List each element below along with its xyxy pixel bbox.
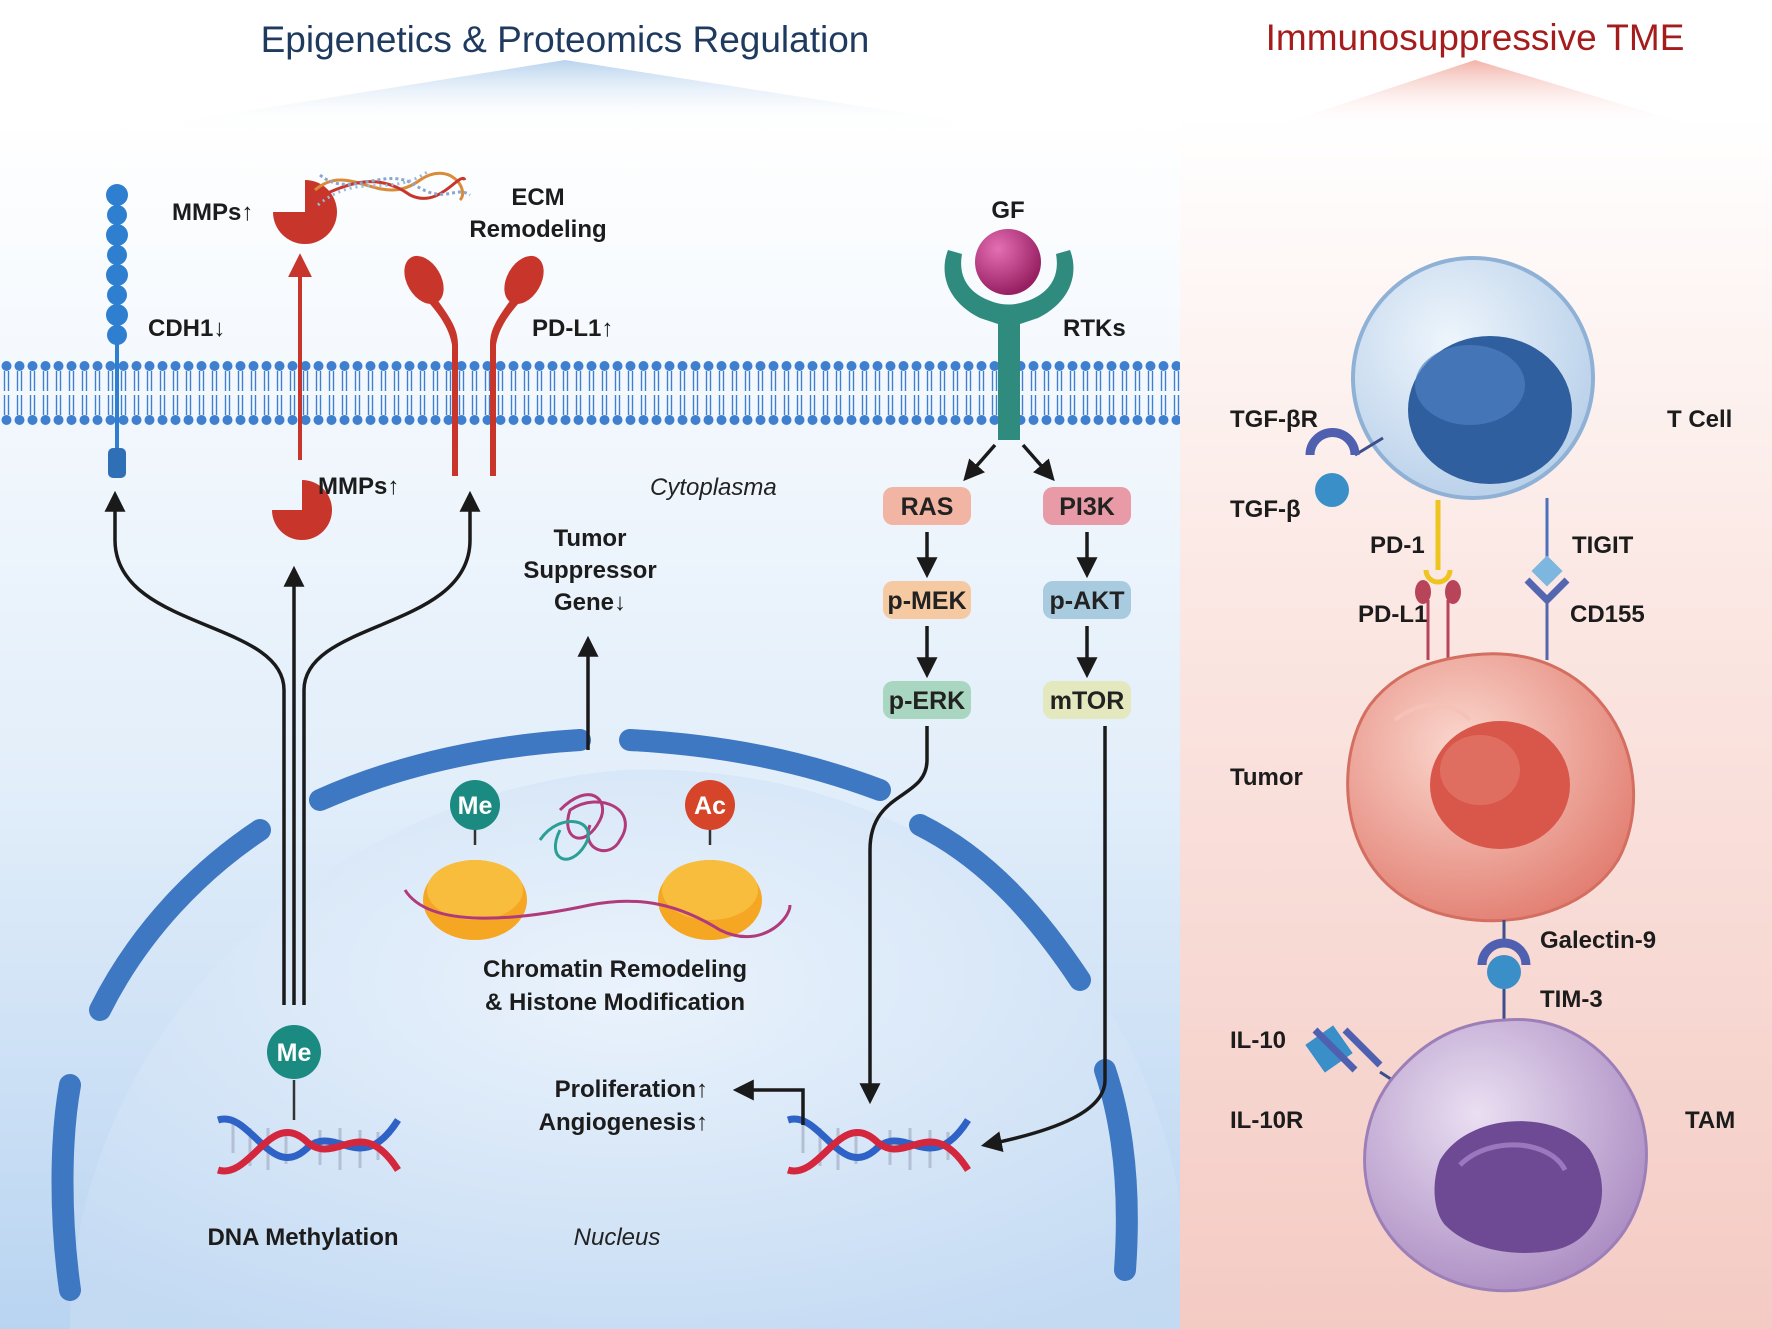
mtor-node: mTOR — [1043, 681, 1131, 719]
right-panel-title: Immunosuppressive TME — [1266, 17, 1685, 58]
svg-text:p-MEK: p-MEK — [887, 587, 966, 615]
tumor-cell — [1346, 652, 1636, 923]
tam-cell — [1363, 1017, 1648, 1293]
ecm-fibers — [311, 168, 471, 207]
perk-node: p-ERK — [883, 681, 971, 719]
cd155-label: CD155 — [1570, 601, 1645, 628]
chromatin-fiber — [538, 793, 627, 861]
svg-text:Me: Me — [277, 1039, 312, 1067]
left-title-fan — [140, 60, 1000, 128]
dna-helix-right — [786, 1115, 971, 1175]
dna-methylation-label: DNA Methylation — [207, 1224, 398, 1251]
ras-node: RAS — [883, 487, 971, 525]
pi3k-node: PI3K — [1043, 487, 1131, 525]
right-title-fan — [1270, 60, 1700, 128]
cdh1-protein — [106, 184, 128, 478]
nucleosome-right — [658, 785, 762, 940]
ecm-label-line1: ECM — [511, 184, 564, 211]
growth-factor-ball — [975, 229, 1041, 295]
methylation-arrows — [104, 490, 481, 1005]
svg-text:Ac: Ac — [694, 792, 726, 820]
pathway-arrows — [859, 532, 1107, 1152]
pdl1-tme-label: PD-L1 — [1358, 601, 1427, 628]
svg-text:PI3K: PI3K — [1059, 493, 1115, 521]
chromatin-label-line2: & Histone Modification — [485, 989, 745, 1016]
tgfb-receptor — [1305, 428, 1384, 507]
tsg-label-line1: Tumor — [554, 525, 627, 552]
nucleus — [51, 729, 1180, 1329]
svg-text:p-ERK: p-ERK — [889, 687, 965, 715]
nucleus-label: Nucleus — [574, 1224, 661, 1251]
histone-dna-strand — [403, 889, 792, 939]
tsg-label-line3: Gene↓ — [554, 589, 626, 616]
left-panel-title: Epigenetics & Proteomics Regulation — [261, 19, 870, 60]
svg-text:p-AKT: p-AKT — [1050, 587, 1125, 615]
galectin9-tim3-interaction — [1477, 920, 1531, 1020]
dna-helix-left — [216, 1115, 401, 1175]
pdl1-top-label: PD-L1↑ — [532, 315, 613, 342]
pd1-pdl1-interaction — [1415, 500, 1461, 660]
il10-label: IL-10 — [1230, 1027, 1286, 1054]
tgfb-label: TGF-β — [1230, 496, 1301, 523]
pd1-label: PD-1 — [1370, 532, 1425, 559]
t-cell — [1351, 256, 1595, 500]
ecm-label-line2: Remodeling — [469, 216, 606, 243]
galectin9-label: Galectin-9 — [1540, 927, 1656, 954]
mmps-pacman-mid — [272, 480, 332, 540]
mmps-top-label: MMPs↑ — [172, 199, 253, 226]
angiogenesis-label: Angiogenesis↑ — [539, 1109, 708, 1136]
svg-text:RAS: RAS — [901, 493, 954, 521]
nucleosome-left — [423, 785, 527, 940]
rtk-receptor — [944, 250, 1074, 440]
chromatin-label-line1: Chromatin Remodeling — [483, 956, 747, 983]
cdh1-label: CDH1↓ — [148, 315, 225, 342]
cell-membrane — [0, 360, 1180, 426]
pdl1-dimer — [404, 255, 544, 476]
tumor-label: Tumor — [1230, 764, 1303, 791]
proliferation-arrow — [732, 1079, 805, 1125]
rtk-branch-arrows — [963, 443, 1055, 482]
svg-text:mTOR: mTOR — [1050, 687, 1125, 715]
tsg-label-line2: Suppressor — [523, 557, 656, 584]
tim3-label: TIM-3 — [1540, 986, 1603, 1013]
tigit-label: TIGIT — [1572, 532, 1634, 559]
il10r-label: IL-10R — [1230, 1107, 1303, 1134]
proliferation-label: Proliferation↑ — [555, 1076, 708, 1103]
tam-label: TAM — [1685, 1107, 1735, 1134]
ac-badge-histone: Ac — [685, 780, 735, 830]
pakt-node: p-AKT — [1043, 581, 1131, 619]
rtks-label: RTKs — [1063, 315, 1126, 342]
gf-label: GF — [991, 197, 1024, 224]
tcell-label: T Cell — [1667, 406, 1732, 433]
tgfbr-label: TGF-βR — [1230, 406, 1318, 433]
cytoplasma-label: Cytoplasma — [650, 474, 777, 501]
me-badge-dna: Me — [267, 1025, 321, 1079]
pmek-node: p-MEK — [883, 581, 971, 619]
me-badge-histone: Me — [450, 780, 500, 830]
svg-text:Me: Me — [458, 792, 493, 820]
il10-receptor — [1305, 1025, 1401, 1087]
mmps-mid-label: MMPs↑ — [318, 473, 399, 500]
